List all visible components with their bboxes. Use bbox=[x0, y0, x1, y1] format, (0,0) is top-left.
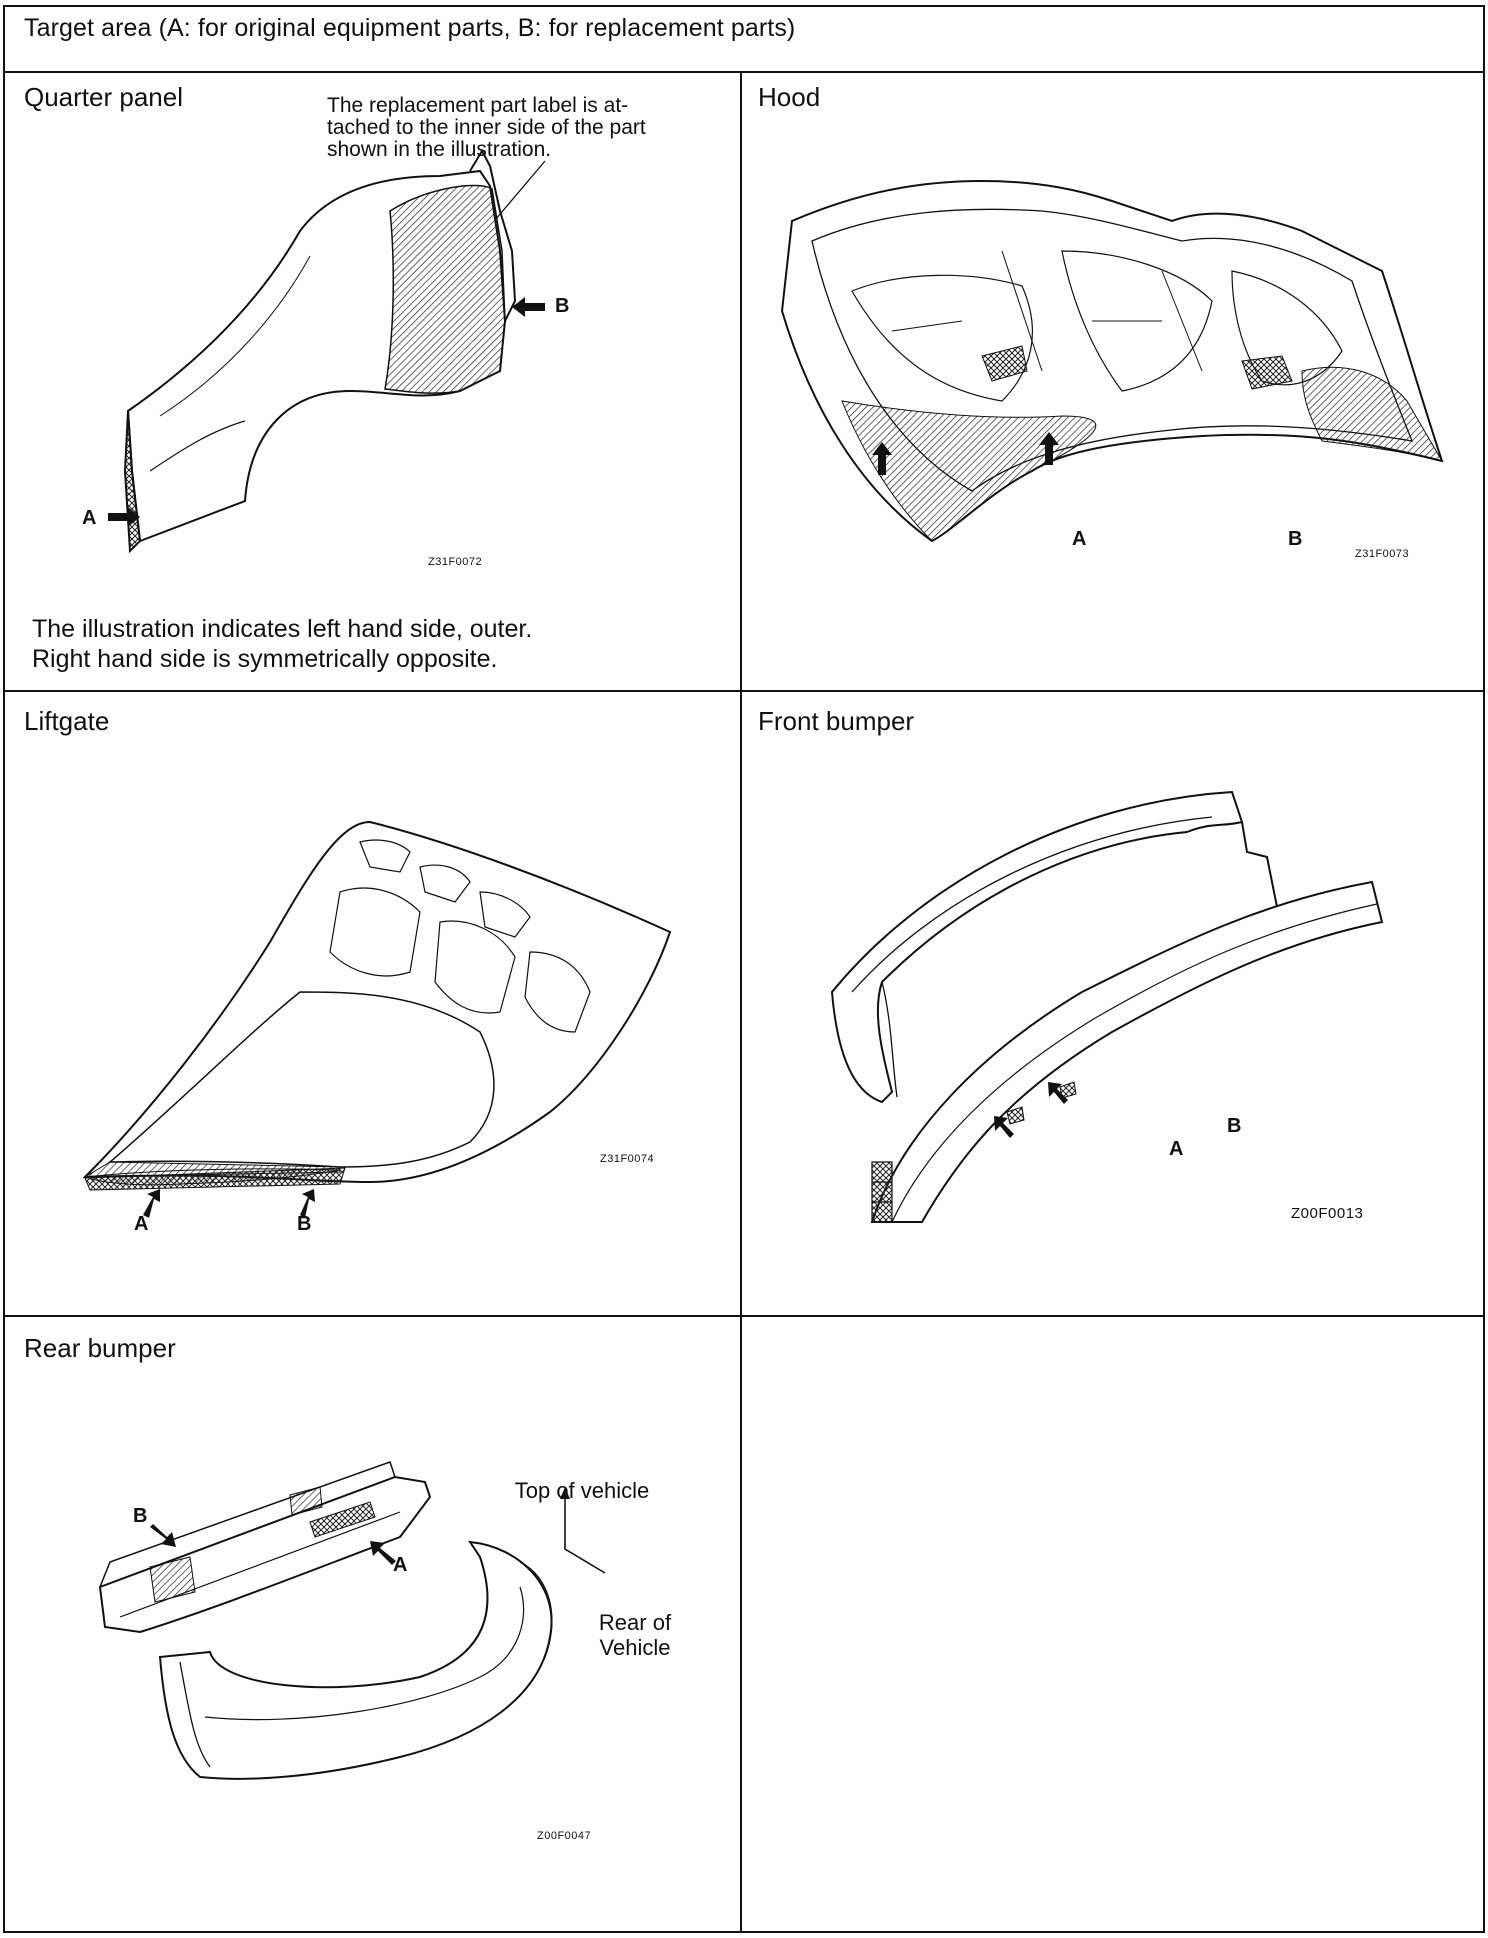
hood-illustration bbox=[780, 179, 1444, 543]
hood-hatched-front bbox=[841, 400, 1097, 542]
rear-bumper-label-a: A bbox=[393, 1554, 408, 1576]
caption-line-1: The illustration indicates left hand sid… bbox=[32, 615, 533, 643]
liftgate-arrow-a bbox=[143, 1189, 160, 1218]
rear-bumper-reinforcement bbox=[98, 1475, 432, 1634]
rear-bumper-title: Rear bumper bbox=[24, 1333, 176, 1363]
front-bumper-illustration bbox=[830, 790, 1384, 1223]
front-bumper-reinforcement bbox=[870, 880, 1384, 1223]
hood-label-b: B bbox=[1288, 528, 1303, 550]
caption-line-2: Right hand side is symmetrically opposit… bbox=[32, 645, 498, 673]
row-divider-1 bbox=[3, 690, 1485, 692]
empty-cell bbox=[742, 1317, 1485, 1933]
orientation-indicator bbox=[564, 1495, 606, 1574]
rear-of-vehicle-line-1: Rear of bbox=[598, 1610, 672, 1635]
liftgate-title: Liftgate bbox=[24, 706, 110, 736]
front-bumper-label-a: A bbox=[1169, 1138, 1184, 1160]
note-leader-line bbox=[489, 160, 546, 227]
quarter-panel-label-b: B bbox=[555, 295, 570, 317]
front-bumper-figure-code: Z00F0013 bbox=[1291, 1205, 1364, 1222]
quarter-panel-title: Quarter panel bbox=[24, 82, 183, 112]
front-bumper-title: Front bumper bbox=[758, 706, 915, 736]
liftgate-label-b: B bbox=[297, 1213, 312, 1235]
liftgate-arrow-b bbox=[300, 1189, 315, 1218]
arrow-a bbox=[108, 507, 140, 527]
liftgate-outline bbox=[82, 820, 672, 1184]
quarter-panel-label-a: A bbox=[82, 507, 97, 529]
front-bumper-arrow-a bbox=[994, 1116, 1014, 1138]
hood-arrow-a bbox=[872, 442, 892, 475]
rear-bumper-arrow-a bbox=[370, 1541, 396, 1565]
hood-title: Hood bbox=[758, 82, 821, 112]
hood-hatched-side bbox=[1301, 366, 1444, 462]
column-divider bbox=[740, 71, 742, 1933]
note-line-1: The replacement part label is at- bbox=[327, 94, 629, 117]
hood-figure-code: Z31F0073 bbox=[1355, 548, 1410, 560]
rear-of-vehicle-label: Rear of Vehicle bbox=[585, 1610, 685, 1660]
front-bumper-cover bbox=[830, 790, 1244, 1104]
table-header: Target area (A: for original equipment p… bbox=[24, 14, 796, 42]
front-bumper-arrow-b bbox=[1048, 1082, 1068, 1104]
arrow-b bbox=[512, 297, 545, 317]
header-divider bbox=[3, 71, 1485, 73]
front-bumper-label-b: B bbox=[1227, 1115, 1242, 1137]
liftgate-figure-code: Z31F0074 bbox=[600, 1153, 655, 1165]
row-divider-2 bbox=[3, 1315, 1485, 1317]
liftgate-label-a: A bbox=[134, 1213, 149, 1235]
hood-outline bbox=[780, 179, 1444, 543]
rear-of-vehicle-line-2: Vehicle bbox=[599, 1635, 671, 1660]
quarter-panel-figure-code: Z31F0072 bbox=[428, 556, 483, 568]
rear-bumper-label-b: B bbox=[133, 1505, 148, 1527]
rear-bumper-figure-code: Z00F0047 bbox=[537, 1830, 592, 1842]
note-line-3: shown in the illustration. bbox=[327, 138, 552, 161]
liftgate-illustration bbox=[82, 820, 672, 1218]
quarter-panel-hatched-area bbox=[384, 184, 506, 394]
table-border bbox=[3, 5, 1485, 1933]
rear-bumper-arrow-b bbox=[150, 1524, 176, 1547]
hood-label-a: A bbox=[1072, 528, 1087, 550]
quarter-panel-note: The replacement part label is at- tached… bbox=[327, 95, 727, 161]
top-of-vehicle-label: Top of vehicle bbox=[514, 1478, 650, 1503]
note-line-2: tached to the inner side of the part bbox=[327, 116, 646, 139]
hood-arrow-b bbox=[1039, 432, 1059, 465]
quarter-panel-caption: The illustration indicates left hand sid… bbox=[32, 614, 722, 674]
rear-bumper-illustration bbox=[98, 1461, 606, 1780]
quarter-panel-illustration bbox=[108, 148, 546, 554]
